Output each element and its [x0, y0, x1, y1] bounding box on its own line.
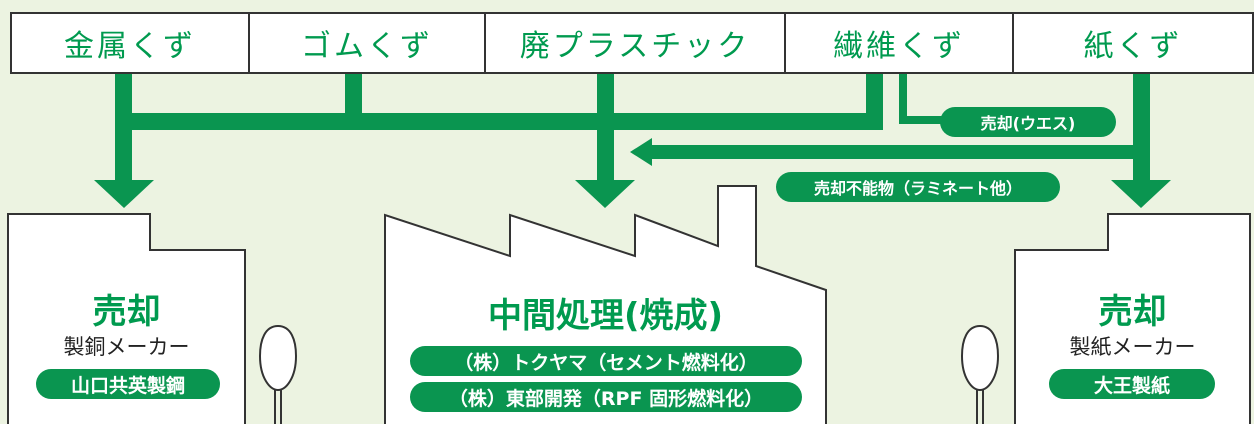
- category-metal-scrap: 金属くず: [12, 14, 250, 72]
- collector-bar: [115, 113, 883, 130]
- return-line: [650, 145, 1140, 159]
- arrow-to-left-building: [94, 180, 154, 208]
- drop-plastic: [597, 74, 614, 184]
- center-company-badge-2: （株）東部開発（RPF 固形燃料化）: [410, 382, 802, 412]
- tree-left: [258, 324, 298, 424]
- left-destination-subtitle: 製銅メーカー: [63, 335, 190, 359]
- waste-category-bar: 金属くず ゴムくず 廃プラスチック 繊維くず 紙くず: [10, 12, 1254, 74]
- category-paper-scrap: 紙くず: [1083, 29, 1183, 64]
- drop-rubber: [345, 74, 362, 130]
- label-sale-waste-cloth: 売却(ウエス): [940, 107, 1116, 137]
- left-company-badge: 山口共英製鋼: [36, 369, 220, 399]
- drop-metal: [115, 74, 132, 184]
- waste-cloth-branch: [899, 74, 950, 124]
- drop-paper: [1133, 74, 1150, 184]
- center-destination-title: 中間処理(焼成): [487, 296, 724, 336]
- drop-fiber: [866, 74, 883, 130]
- label-unsaleable: 売却不能物（ラミネート他）: [776, 172, 1060, 202]
- arrow-to-center-factory: [575, 180, 635, 208]
- arrow-to-right-building: [1111, 180, 1171, 208]
- right-destination-subtitle: 製紙メーカー: [1069, 335, 1196, 359]
- left-destination-title: 売却: [92, 292, 161, 332]
- return-arrowhead: [630, 138, 652, 166]
- category-waste-plastic: 廃プラスチック: [486, 14, 786, 72]
- center-company-badge-1: （株）トクヤマ（セメント燃料化）: [410, 346, 802, 376]
- right-company-badge: 大王製紙: [1049, 369, 1215, 399]
- category-fiber-scrap: 繊維くず: [786, 14, 1014, 72]
- right-destination-title: 売却: [1098, 292, 1167, 332]
- category-rubber-scrap: ゴムくず: [250, 14, 486, 72]
- tree-right: [960, 324, 1000, 424]
